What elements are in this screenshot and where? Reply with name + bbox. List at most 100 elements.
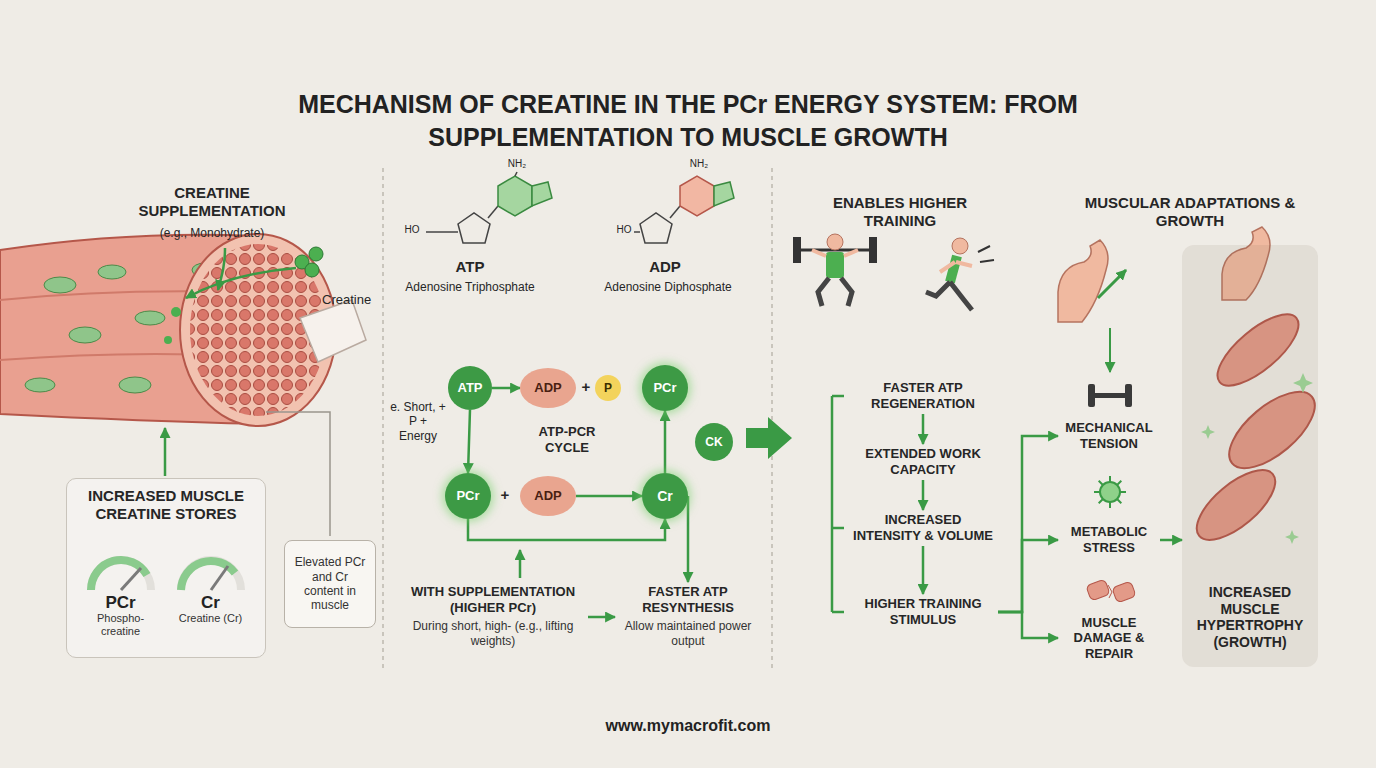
muscle-illustration — [0, 234, 366, 426]
runner-icon — [940, 262, 972, 272]
runner-icon — [926, 282, 972, 310]
node-title: WITH SUPPLEMENTATION (HIGHER PCr) — [400, 584, 586, 615]
creatine-dots — [295, 247, 323, 277]
gauge-readout: PCrPhospho-creatine — [80, 545, 162, 645]
muscle-illustration — [164, 336, 172, 344]
chemical-group: HO — [400, 224, 424, 236]
molecule-structure — [488, 206, 498, 218]
dumbbell-icon — [1088, 384, 1132, 407]
metabolic-icon — [1099, 499, 1103, 503]
node-title: MUSCLE DAMAGE & REPAIR — [1060, 615, 1158, 662]
molecule-label: Creatine — [322, 292, 402, 308]
node-body: Phospho-creatine — [80, 612, 162, 638]
node-title: ADP — [534, 380, 561, 396]
molecule-circle: ADP — [520, 476, 576, 516]
node-title: ADP — [534, 488, 561, 504]
cycle-title: ATP-PCR CYCLE — [522, 424, 612, 455]
metabolic-icon — [1117, 481, 1121, 485]
section-subheading: (e.g., Monohydrate) — [127, 226, 297, 240]
metabolic-icon — [1120, 491, 1126, 493]
runner-icon — [950, 256, 957, 282]
website-caption: www.mymacrofit.com — [538, 716, 838, 735]
supplement-arrow — [186, 268, 296, 298]
runner-icon — [978, 246, 994, 262]
muscle-illustration — [98, 265, 126, 279]
node-body: Allow maintained power output — [617, 619, 759, 648]
node-title: PCr — [653, 380, 676, 396]
flow-connector — [576, 495, 642, 498]
node-title: EXTENDED WORK CAPACITY — [850, 446, 996, 477]
node-title: METABOLIC STRESS — [1060, 524, 1158, 555]
weightlifter-icon — [793, 237, 801, 263]
molecule-structure — [426, 172, 734, 243]
result-panel: INCREASED MUSCLE HYPERTROPHY (GROWTH) — [1182, 245, 1318, 667]
section-heading: ENABLES HIGHER TRAINING — [820, 194, 980, 230]
flow-connector — [922, 546, 925, 594]
section-heading: MUSCULAR ADAPTATIONS & GROWTH — [1075, 194, 1305, 230]
molecule-structure — [680, 176, 714, 216]
torn-muscle-icon — [1086, 579, 1136, 603]
creatine-dots — [309, 247, 323, 261]
molecule-structure — [458, 213, 490, 243]
callout-box: Elevated PCr and Cr content in muscle — [284, 540, 376, 628]
metabolic-icon — [1117, 499, 1121, 503]
chemical-group: NH₂ — [679, 158, 719, 170]
flexed-arm-icon — [1058, 240, 1108, 322]
muscle-illustration — [119, 377, 151, 393]
flow-arrow — [746, 417, 792, 459]
muscle-illustration — [300, 300, 366, 362]
node-body: Creatine (Cr) — [179, 612, 243, 625]
node-body: During short, high- (e.g., lifting weigh… — [400, 619, 586, 648]
metabolic-icon — [1099, 481, 1103, 485]
metabolic-icon — [1094, 476, 1126, 508]
callout-leader — [266, 412, 330, 536]
muscle-illustration — [69, 327, 101, 343]
weightlifter-icon — [869, 237, 877, 263]
supplement-arrow — [164, 428, 167, 476]
node-title: PCr — [105, 594, 135, 613]
muscle-illustration — [171, 307, 181, 317]
flexed-arm-icon — [1109, 328, 1111, 372]
flexed-arm-icon — [1098, 270, 1126, 298]
flow-step: EXTENDED WORK CAPACITY — [848, 444, 998, 480]
note-block: FASTER ATP RESYNTHESIS Allow maintained p… — [615, 582, 761, 652]
torn-muscle-icon — [1112, 581, 1136, 603]
molecule-circle: ADP — [520, 368, 576, 408]
node-title: ATP — [457, 380, 482, 396]
plus-sign: + — [499, 486, 511, 504]
flow-connector — [998, 612, 1058, 638]
flow-connector — [1160, 539, 1182, 542]
molecule-fullname: Adenosine Diphosphate — [588, 280, 748, 294]
molecule-structure — [670, 206, 680, 218]
supplement-arrow — [519, 550, 522, 578]
adaptation-item: MUSCLE DAMAGE & REPAIR — [1058, 612, 1160, 664]
bracket-line — [832, 396, 844, 612]
molecule-structure — [714, 182, 734, 206]
flow-connector — [492, 387, 520, 390]
molecule-structure — [532, 182, 552, 206]
weightlifter-icon — [818, 278, 852, 306]
section-divider — [771, 168, 773, 668]
node-title: INCREASED MUSCLE HYPERTROPHY (GROWTH) — [1188, 584, 1312, 651]
flow-connector — [922, 414, 925, 444]
molecule-circle: Cr — [642, 473, 688, 519]
molecule-structure — [515, 172, 517, 176]
node-title: FASTER ATP RESYNTHESIS — [617, 584, 759, 615]
molecule-fullname: Adenosine Triphosphate — [385, 280, 555, 294]
torn-muscle-icon — [1108, 585, 1112, 598]
flexed-arm-icon — [1058, 240, 1126, 372]
molecule-circle: PCr — [445, 473, 491, 519]
cycle-note: e. Short, + P + Energy — [389, 400, 447, 443]
flow-connector — [468, 410, 470, 473]
weightlifter-icon — [827, 234, 843, 250]
adaptation-item: MECHANICAL TENSION — [1058, 418, 1160, 454]
flow-connector — [588, 616, 615, 619]
metabolic-icon — [1100, 482, 1120, 502]
metabolic-icon — [1094, 491, 1100, 493]
section-heading: CREATINE SUPPLEMENTATION — [127, 184, 297, 220]
molecule-structure — [640, 213, 672, 243]
molecule-name: ADP — [635, 258, 695, 276]
note-block: WITH SUPPLEMENTATION (HIGHER PCr) During … — [398, 582, 588, 652]
molecule-name: ATP — [440, 258, 500, 276]
